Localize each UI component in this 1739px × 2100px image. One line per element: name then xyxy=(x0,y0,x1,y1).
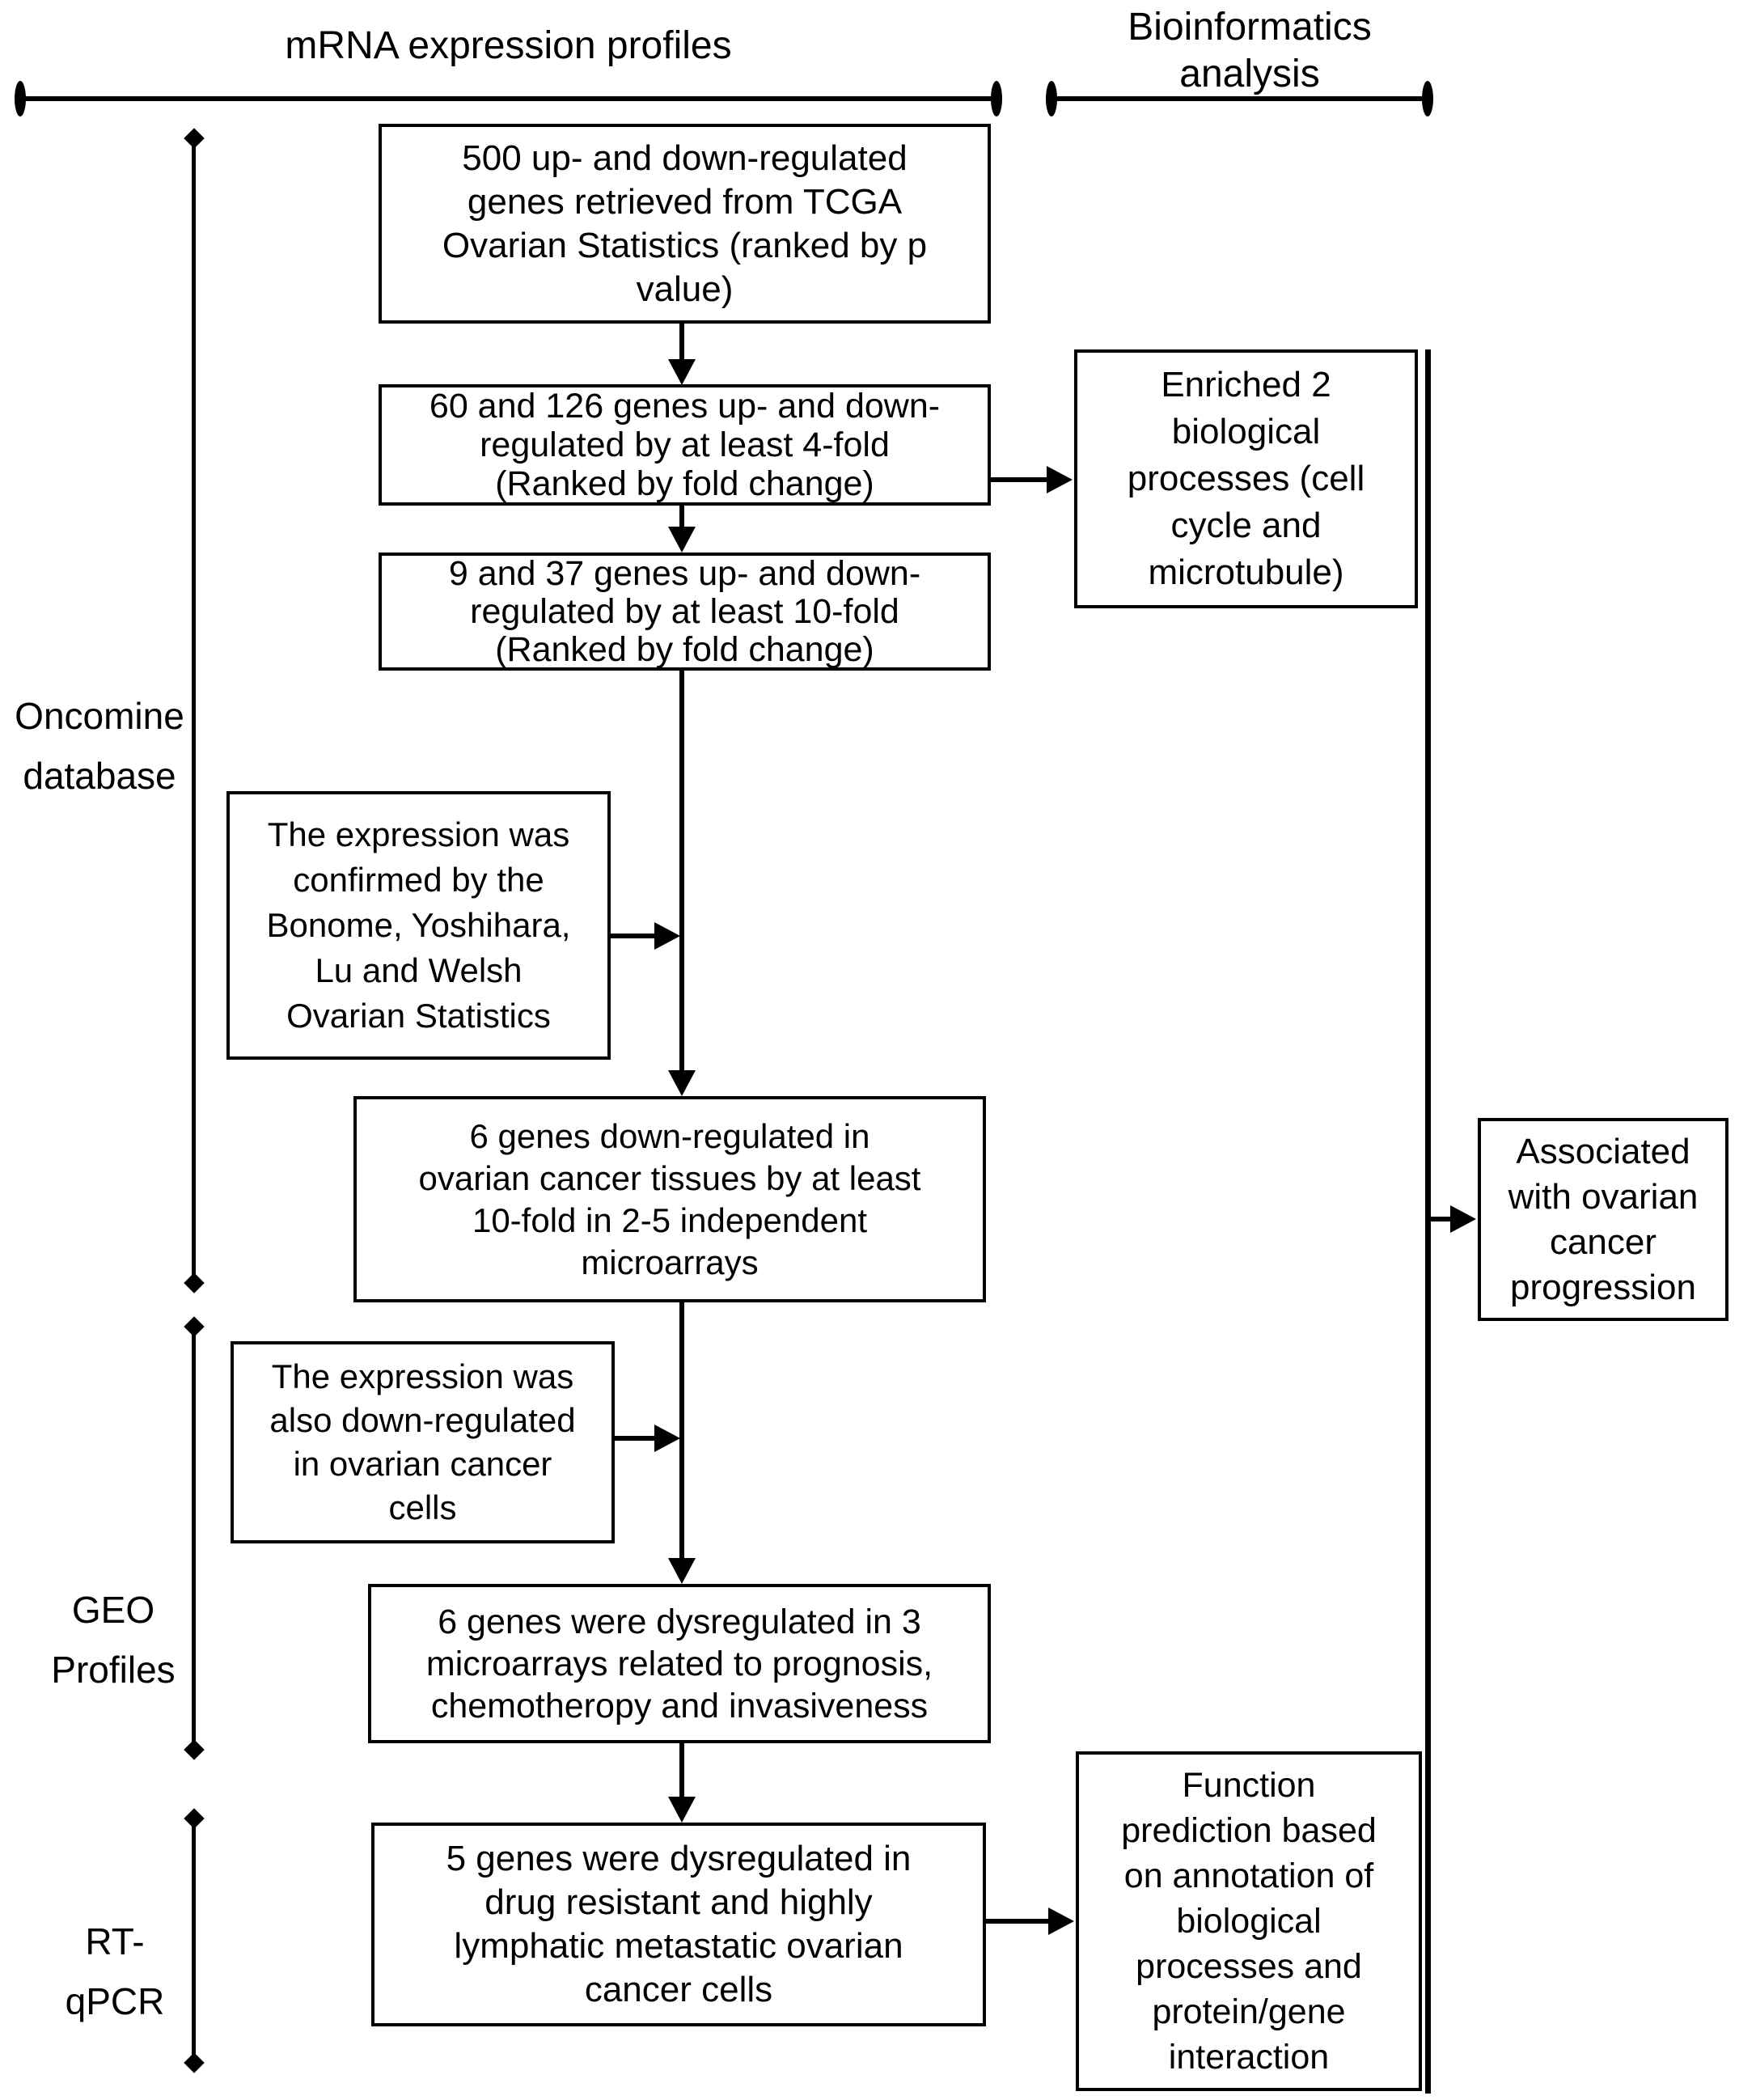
flow-arrow-2 xyxy=(679,506,684,528)
box-enriched-processes: Enriched 2 biological processes (cell cy… xyxy=(1074,349,1418,608)
rtqpcr-label: RT- qPCR xyxy=(65,1920,165,2022)
box-function-prediction: Function prediction based on annotation … xyxy=(1076,1751,1422,2091)
rail-diamond-icon xyxy=(184,128,205,149)
bracket-tick-icon xyxy=(15,81,26,116)
arrowhead-down-icon xyxy=(668,1797,696,1823)
box-confirmed-expression: The expression was confirmed by the Bono… xyxy=(226,791,611,1060)
arrowhead-right-icon xyxy=(1047,466,1073,493)
arrowhead-down-icon xyxy=(668,1070,696,1096)
geo-rail xyxy=(192,1328,196,1751)
arrow-alsodown-join xyxy=(615,1436,656,1441)
arrowhead-down-icon xyxy=(668,527,696,553)
arrow-confirmed-join xyxy=(611,934,656,938)
box-fold10-genes: 9 and 37 genes up- and down- regulated b… xyxy=(379,553,991,671)
rail-diamond-icon xyxy=(184,1808,205,1829)
bracket-tick-icon xyxy=(1422,81,1433,116)
rail-diamond-icon xyxy=(184,2052,205,2073)
box-also-downregulated: The expression was also down-regulated i… xyxy=(231,1341,615,1543)
bioinformatics-title: Bioinformatics analysis xyxy=(1128,6,1372,95)
box-associated-progression: Associated with ovarian cancer progressi… xyxy=(1478,1118,1728,1321)
bioinformatics-bracket xyxy=(1051,96,1428,101)
arrowhead-right-icon xyxy=(654,1425,680,1452)
flow-arrow-4 xyxy=(679,1302,684,1560)
oncomine-label: Oncomine database xyxy=(15,695,184,797)
box-fold4-genes: 60 and 126 genes up- and down- regulated… xyxy=(379,384,991,506)
collector-line xyxy=(1425,349,1431,2094)
flow-arrow-3 xyxy=(679,671,684,1072)
rail-diamond-icon xyxy=(184,1316,205,1337)
arrowhead-down-icon xyxy=(668,359,696,385)
rail-diamond-icon xyxy=(184,1272,205,1293)
oncomine-rail xyxy=(192,140,196,1285)
arrowhead-right-icon xyxy=(1048,1907,1074,1935)
mrna-profiles-title: mRNA expression profiles xyxy=(285,24,732,67)
arrowhead-right-icon xyxy=(654,922,680,950)
mrna-profiles-bracket xyxy=(20,96,996,101)
arrowhead-down-icon xyxy=(668,1558,696,1584)
box-6-genes-downregulated: 6 genes down-regulated in ovarian cancer… xyxy=(353,1096,986,1302)
bracket-tick-icon xyxy=(991,81,1002,116)
bracket-tick-icon xyxy=(1046,81,1057,116)
box-tcga-500-genes: 500 up- and down-regulated genes retriev… xyxy=(379,124,991,324)
box-6-genes-dysregulated: 6 genes were dysregulated in 3 microarra… xyxy=(368,1584,991,1743)
rtqpcr-rail xyxy=(192,1820,196,2064)
flow-arrow-5 xyxy=(679,1743,684,1798)
rail-diamond-icon xyxy=(184,1739,205,1760)
flow-arrow-1 xyxy=(679,324,684,362)
arrow-to-associated xyxy=(1428,1217,1452,1221)
arrowhead-right-icon xyxy=(1450,1205,1476,1233)
geo-label: GEO Profiles xyxy=(51,1589,176,1691)
arrow-to-enriched xyxy=(991,477,1048,482)
arrow-to-function xyxy=(986,1919,1050,1924)
box-5-genes-dysregulated: 5 genes were dysregulated in drug resist… xyxy=(371,1823,986,2026)
